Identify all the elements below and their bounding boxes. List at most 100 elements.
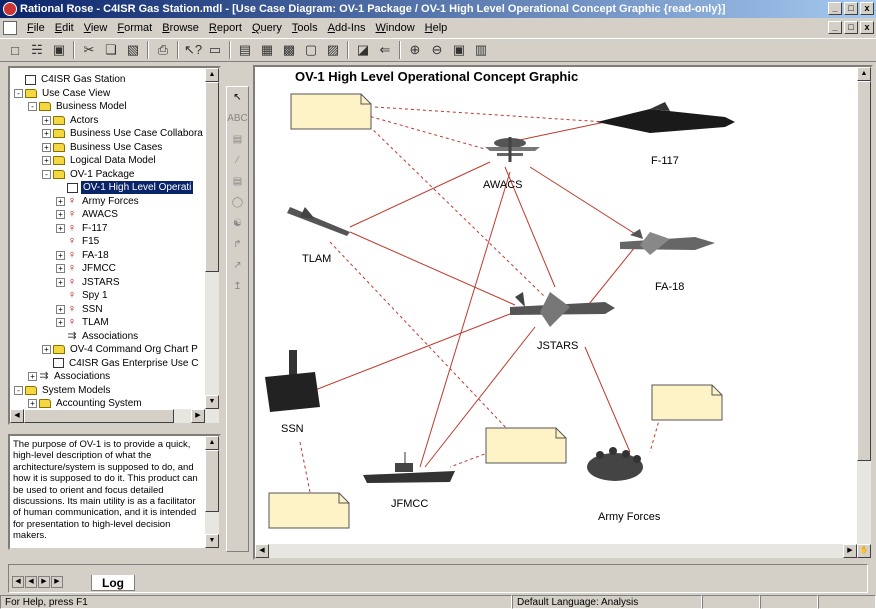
browser-tree-item[interactable]: +⇉Associations: [28, 370, 112, 383]
actor-label-tlam[interactable]: TLAM: [302, 253, 332, 265]
tlam-missile[interactable]: [287, 207, 350, 236]
browser-tree-item[interactable]: +Business Use Case Collabora: [42, 127, 205, 140]
actor-tool-icon[interactable]: ☯: [233, 218, 242, 229]
browse-previous-icon[interactable]: ⇐: [379, 42, 391, 57]
text-tool-icon[interactable]: ABC: [227, 113, 248, 124]
view-doc-icon[interactable]: ▭: [208, 42, 222, 57]
log-window[interactable]: ◀ ◀ ▶ ▶ Log: [8, 564, 868, 593]
jstars-aircraft[interactable]: [510, 292, 615, 327]
browse-interaction-icon[interactable]: ▨: [326, 42, 340, 57]
browse-component-icon[interactable]: ▩: [282, 42, 296, 57]
scroll-left-button[interactable]: ◀: [10, 409, 24, 423]
note-link-jfmcc[interactable]: [449, 451, 491, 468]
diagram-horizontal-scrollbar[interactable]: ◀ ▶ ✋: [255, 544, 871, 558]
doc-vertical-scrollbar[interactable]: ▲ ▼: [205, 436, 219, 548]
expand-icon[interactable]: +: [56, 210, 65, 219]
log-last-button[interactable]: ▶: [51, 576, 63, 588]
expand-icon[interactable]: +: [28, 372, 37, 381]
actor-label-army-forces[interactable]: Army Forces: [598, 511, 661, 523]
expand-icon[interactable]: +: [42, 156, 51, 165]
document-icon[interactable]: [3, 21, 17, 35]
browser-tree-item[interactable]: +♀FA-18: [56, 249, 111, 262]
zoom-out-icon[interactable]: ⊖: [431, 42, 443, 57]
actor-label-awacs[interactable]: AWACS: [483, 179, 523, 191]
cut-icon[interactable]: ✂: [83, 42, 95, 57]
browser-tree-item[interactable]: ♀F15: [56, 235, 101, 248]
note-jfmcc[interactable]: [485, 427, 567, 464]
scroll-thumb[interactable]: [24, 409, 174, 423]
association-tool-icon[interactable]: ↱: [233, 239, 242, 250]
close-button[interactable]: x: [860, 2, 874, 15]
zoom-in-icon[interactable]: ⊕: [409, 42, 421, 57]
expand-icon[interactable]: +: [28, 399, 37, 408]
copy-icon[interactable]: ❏: [105, 42, 117, 57]
scroll-down-button[interactable]: ▼: [205, 395, 219, 409]
selection-tool-icon[interactable]: ↖: [233, 92, 242, 103]
collapse-icon[interactable]: -: [14, 385, 23, 395]
note-link-ssn[interactable]: [299, 441, 311, 493]
expand-icon[interactable]: +: [56, 223, 65, 233]
collapse-icon[interactable]: -: [14, 88, 23, 98]
browser-tree-item[interactable]: +♀AWACS: [56, 208, 120, 221]
scroll-right-button[interactable]: ▶: [191, 409, 205, 423]
awacs-aircraft[interactable]: [485, 137, 540, 162]
collapse-icon[interactable]: -: [28, 102, 37, 111]
browse-deployment-icon[interactable]: ▢: [304, 42, 318, 57]
expand-icon[interactable]: +: [56, 304, 65, 314]
browser-tree-item[interactable]: +♀Army Forces: [56, 195, 141, 208]
expand-icon[interactable]: +: [42, 129, 51, 138]
doc-minimize-button[interactable]: _: [828, 21, 842, 34]
package-tool-icon[interactable]: ▤: [232, 176, 243, 187]
scroll-down-button[interactable]: ▼: [205, 534, 219, 548]
browser-tree-item[interactable]: -System Models: [14, 384, 112, 397]
scroll-up-button[interactable]: ▲: [205, 436, 219, 450]
generalization-tool-icon[interactable]: ↥: [233, 281, 242, 292]
actor-label-jfmcc[interactable]: JFMCC: [391, 498, 429, 510]
browser-tree-item[interactable]: C4ISR Gas Station: [14, 73, 127, 86]
log-prev-button[interactable]: ◀: [25, 576, 37, 588]
association-jstars-jfmcc[interactable]: [424, 326, 536, 468]
paste-icon[interactable]: ▧: [126, 42, 140, 57]
note-link-f117[interactable]: [374, 106, 606, 123]
maximize-button[interactable]: □: [844, 2, 858, 15]
scroll-up-button[interactable]: ▲: [857, 67, 871, 81]
browser-tree-item[interactable]: ⇉Associations: [56, 330, 140, 343]
undo-fit-icon[interactable]: ▥: [474, 42, 488, 57]
hand-icon[interactable]: ✋: [857, 544, 871, 558]
browser-tree-item[interactable]: +Business Use Cases: [42, 141, 164, 154]
association-awacs-f117[interactable]: [509, 121, 606, 143]
print-icon[interactable]: ⎙: [157, 42, 169, 57]
browser-tree-item[interactable]: +OV-4 Command Org Chart P: [42, 343, 200, 356]
log-first-button[interactable]: ◀: [12, 576, 24, 588]
unidirectional-association-tool-icon[interactable]: ↗: [233, 260, 242, 271]
scroll-up-button[interactable]: ▲: [205, 68, 219, 82]
browser-tree-item[interactable]: +♀SSN: [56, 303, 105, 316]
menu-file[interactable]: File: [27, 22, 45, 34]
scroll-thumb[interactable]: [205, 82, 219, 272]
browse-usecase-icon[interactable]: ▦: [260, 42, 274, 57]
documentation-pane[interactable]: The purpose of OV-1 is to provide a quic…: [8, 434, 221, 550]
log-tab[interactable]: Log: [91, 575, 135, 591]
doc-close-button[interactable]: x: [860, 21, 874, 34]
browse-class-icon[interactable]: ▤: [238, 42, 252, 57]
menu-query[interactable]: Query: [251, 22, 282, 34]
menu-format[interactable]: Format: [117, 22, 153, 34]
fit-window-icon[interactable]: ▣: [452, 42, 466, 57]
browser-tree-item[interactable]: +♀JFMCC: [56, 262, 118, 275]
open-folder-icon[interactable]: ☵: [31, 42, 43, 57]
association-awacs-jfmcc[interactable]: [419, 171, 511, 468]
actor-label-fa18[interactable]: FA-18: [655, 281, 685, 293]
scroll-thumb[interactable]: [857, 81, 871, 461]
menu-window[interactable]: Window: [375, 22, 415, 34]
ssn-submarine[interactable]: [265, 350, 320, 412]
expand-icon[interactable]: +: [42, 115, 51, 125]
menu-add-ins[interactable]: Add-Ins: [327, 22, 366, 34]
browser-tree-item[interactable]: C4ISR Gas Enterprise Use C: [42, 357, 201, 370]
browser-horizontal-scrollbar[interactable]: ◀ ▶: [10, 409, 219, 423]
scroll-thumb[interactable]: [205, 450, 219, 512]
expand-icon[interactable]: +: [56, 318, 65, 327]
actor-label-jstars[interactable]: JSTARS: [537, 340, 579, 352]
collapse-icon[interactable]: -: [42, 169, 51, 179]
context-help-icon[interactable]: ↖?: [183, 42, 203, 57]
association-awacs-tlam[interactable]: [349, 161, 491, 228]
